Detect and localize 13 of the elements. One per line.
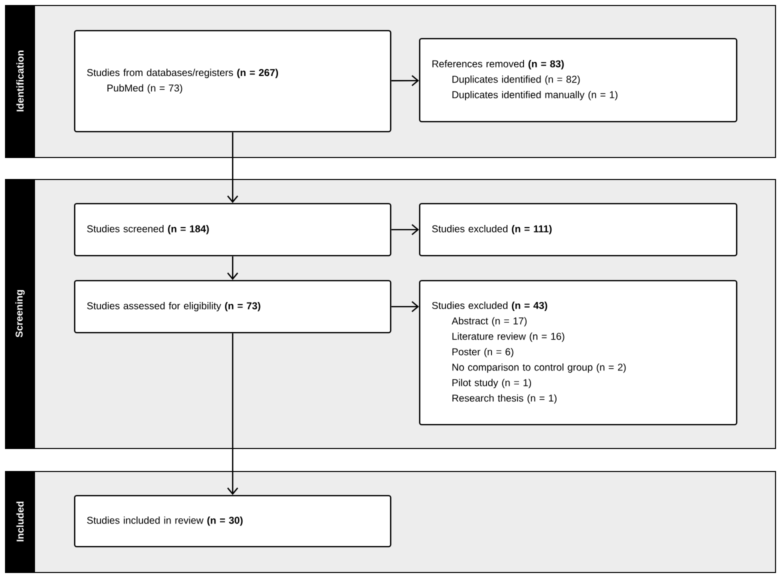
process-box: Studies assessed for eligibility (n = 73) (74, 280, 392, 334)
process-box: Studies excluded (n = 111) (419, 203, 738, 256)
arrow (391, 75, 419, 86)
process-box: References removed (n = 83) Duplicates identified (n = 82) Duplicates identified manually (n = 1) (419, 38, 738, 122)
process-box: Studies from databases/registers (n = 267) PubMed (n = 73) (74, 30, 392, 132)
arrow (391, 301, 419, 312)
arrow (391, 224, 419, 236)
process-box: Studies screened (n = 184) (74, 203, 392, 256)
process-box: Studies included in review (n = 30) (74, 495, 392, 548)
arrow (227, 333, 238, 495)
arrow (227, 132, 238, 203)
process-box: Studies excluded (n = 43) Abstract (n = 17) Literature review (n = 16) Poster (n = 6) No comparison to control group (n = 2) Pilot study (n = 1) Research thesis (n = 1) (419, 280, 738, 426)
arrow (227, 256, 238, 280)
